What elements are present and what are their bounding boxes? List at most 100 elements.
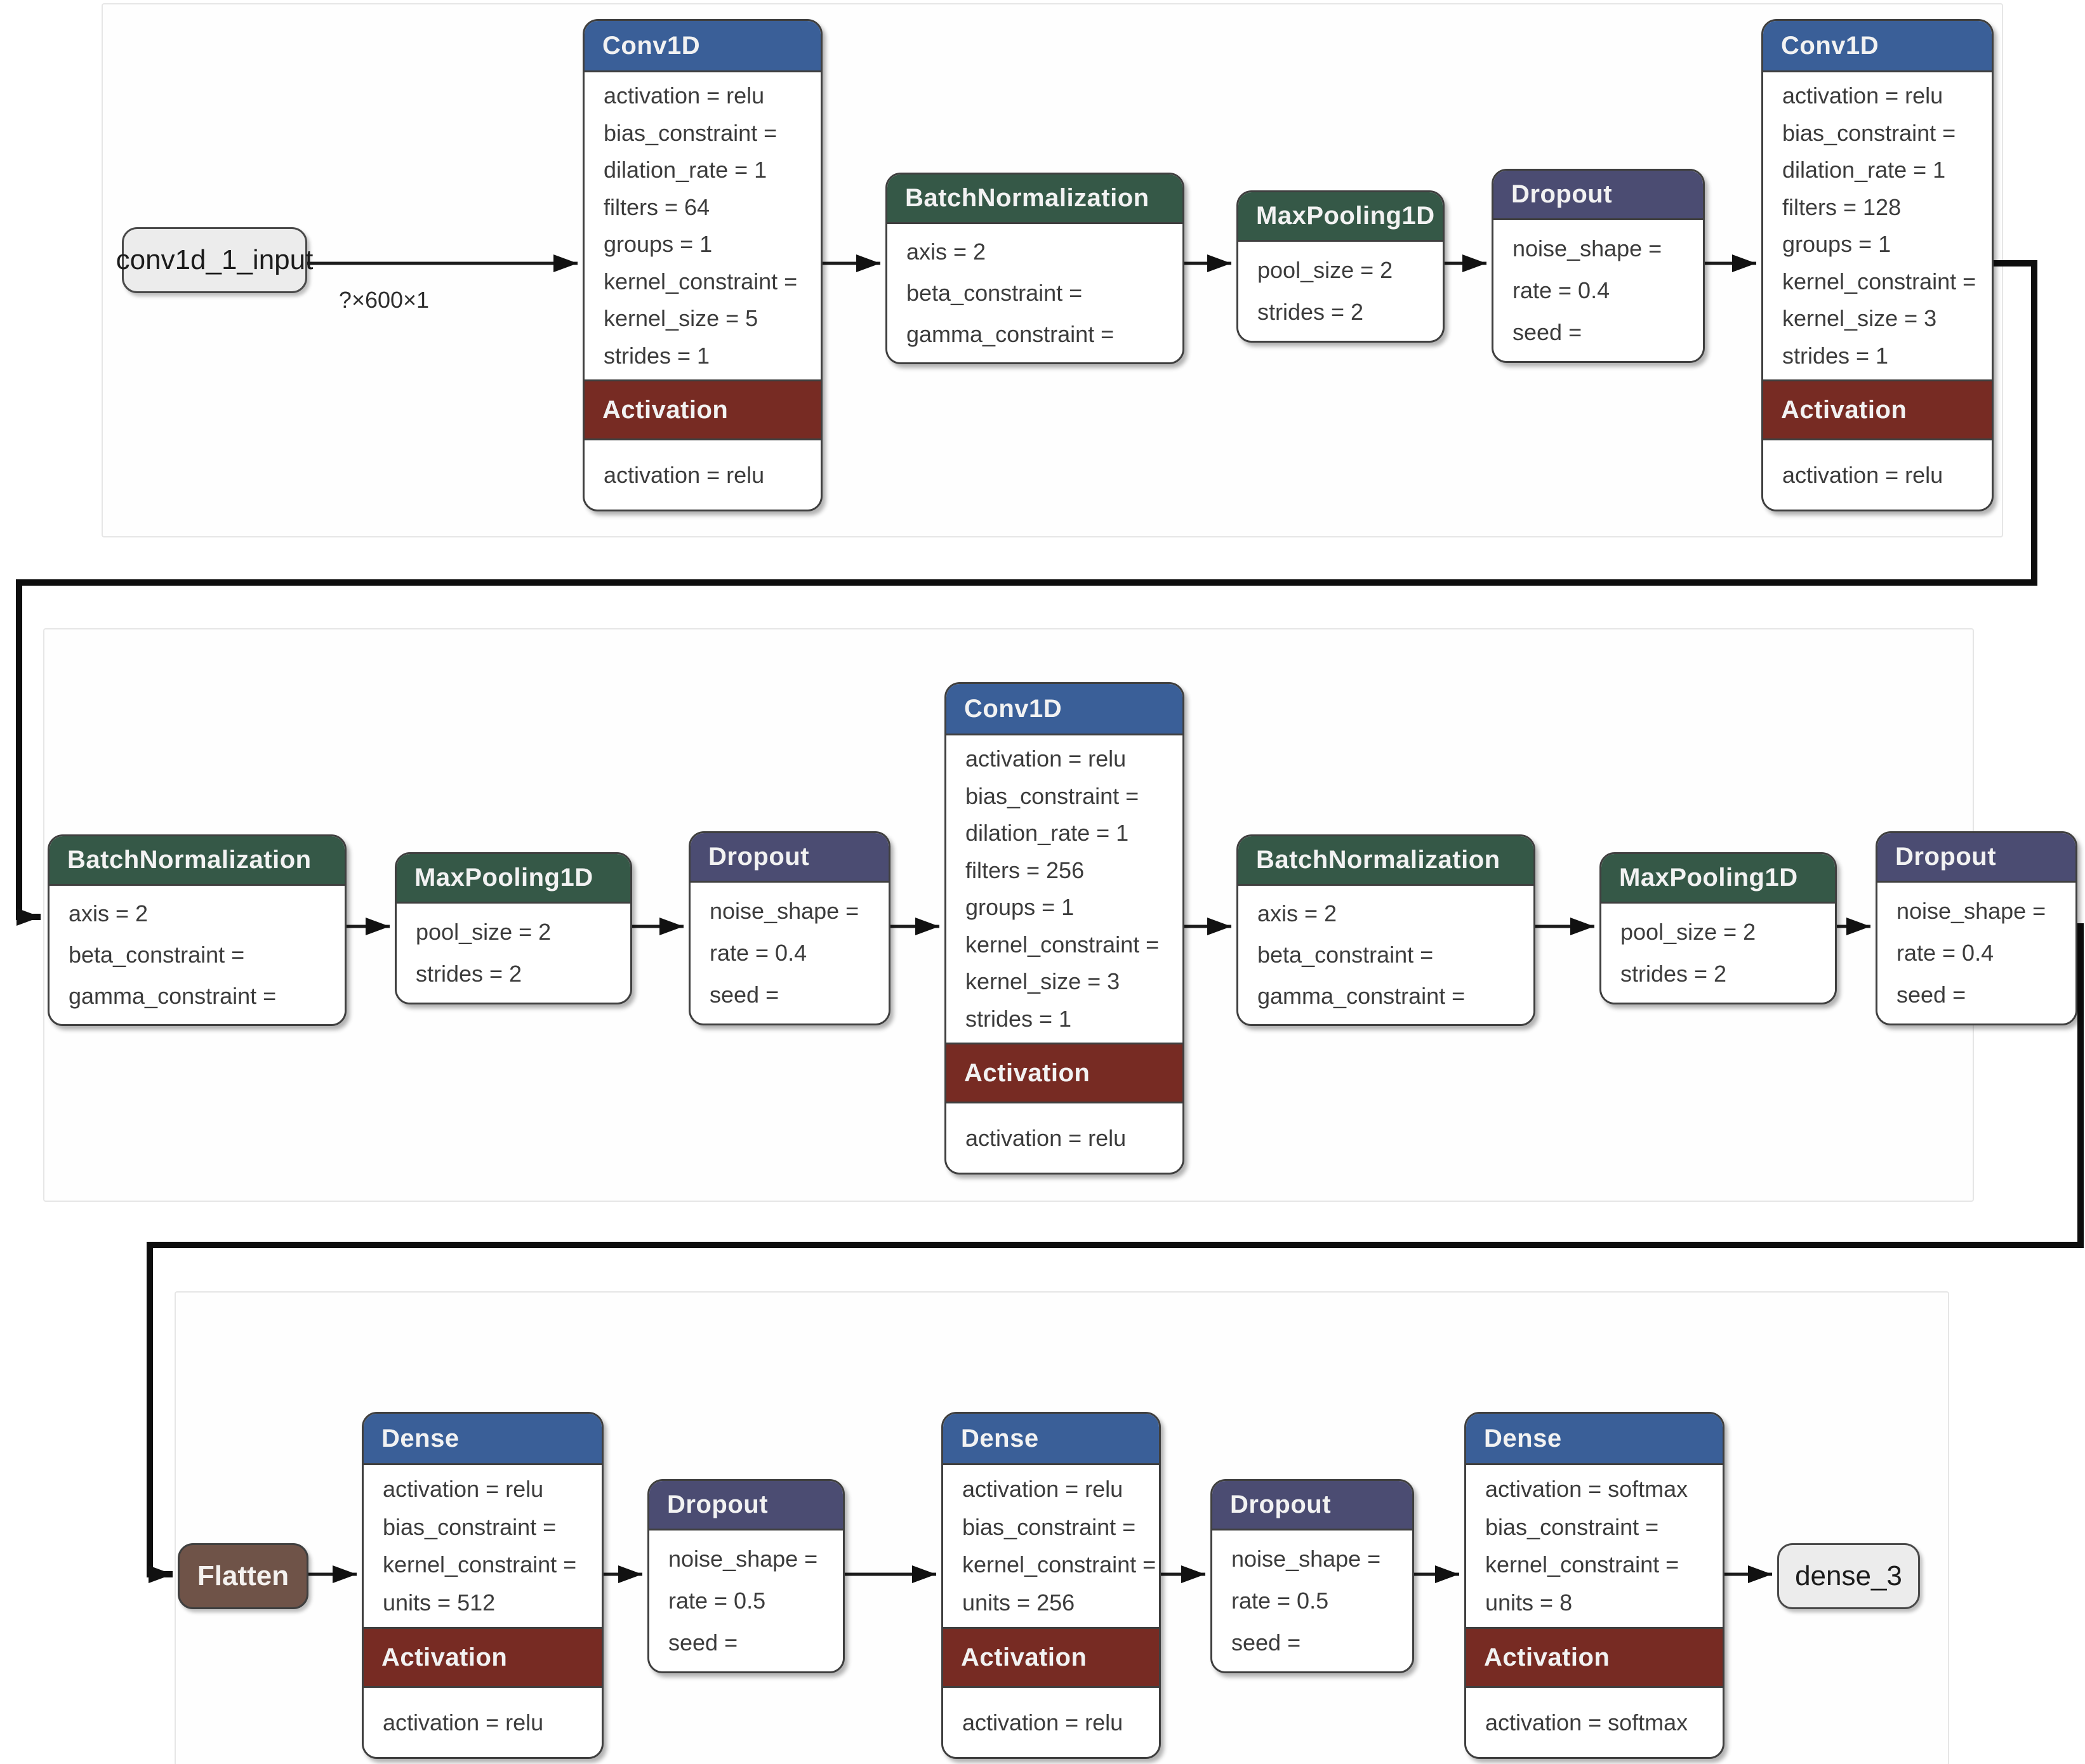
activation-subtitle: Activation xyxy=(1466,1627,1723,1688)
param-line: dilation_rate = 1 xyxy=(604,157,767,183)
layer-title: Dropout xyxy=(649,1481,843,1530)
param-line: kernel_size = 3 xyxy=(1782,305,1937,332)
param-line: dilation_rate = 1 xyxy=(965,820,1129,846)
param-line: filters = 64 xyxy=(604,194,710,220)
param-line: kernel_constraint = xyxy=(383,1551,577,1578)
node-output-terminal[interactable]: dense_3 xyxy=(1777,1543,1920,1609)
layer-params: activation = relu bias_constraint = dilati… xyxy=(1763,72,1992,379)
input-shape-label: ?×600×1 xyxy=(338,287,430,313)
activation-param: activation = relu xyxy=(946,1103,1182,1173)
param-line: groups = 1 xyxy=(604,231,713,258)
param-line: bias_constraint = xyxy=(604,119,778,146)
param-line: dilation_rate = 1 xyxy=(1782,157,1946,183)
param-line: seed = xyxy=(1231,1629,1301,1655)
layer-title: BatchNormalization xyxy=(50,836,345,886)
param-line: seed = xyxy=(1896,982,1966,1008)
node-batchnorm-1[interactable]: BatchNormalization axis = 2 beta_constrai… xyxy=(885,173,1184,364)
layer-title: MaxPooling1D xyxy=(1238,192,1443,242)
activation-param: activation = relu xyxy=(1763,440,1992,510)
param-line: beta_constraint = xyxy=(906,280,1083,306)
param-line: kernel_constraint = xyxy=(604,268,798,294)
output-label: dense_3 xyxy=(1795,1560,1902,1591)
param-line: activation = relu xyxy=(1782,82,1943,109)
activation-subtitle: Activation xyxy=(946,1043,1182,1103)
layer-title: Dropout xyxy=(1877,833,2075,883)
layer-title: Dropout xyxy=(1212,1481,1412,1530)
param-line: units = 256 xyxy=(962,1589,1075,1616)
activation-param: activation = relu xyxy=(585,440,821,510)
node-flatten[interactable]: Flatten xyxy=(178,1543,308,1609)
node-dropout-3[interactable]: Dropout noise_shape = rate = 0.4 seed = xyxy=(1876,831,2077,1025)
param-line: rate = 0.4 xyxy=(1896,940,1994,966)
layer-params: noise_shape = rate = 0.4 seed = xyxy=(1877,883,2075,1024)
param-line: pool_size = 2 xyxy=(1257,257,1393,283)
activation-param: activation = relu xyxy=(943,1688,1159,1757)
param-line: noise_shape = xyxy=(668,1546,818,1572)
layer-title: MaxPooling1D xyxy=(1601,854,1835,904)
param-line: rate = 0.4 xyxy=(1512,277,1610,303)
param-line: activation = relu xyxy=(965,746,1127,772)
layer-title: Conv1D xyxy=(1763,21,1992,72)
layer-title: BatchNormalization xyxy=(887,174,1182,224)
param-line: kernel_constraint = xyxy=(962,1551,1156,1578)
param-line: axis = 2 xyxy=(1257,900,1337,926)
param-line: strides = 1 xyxy=(1782,342,1889,369)
param-line: bias_constraint = xyxy=(383,1513,557,1540)
layer-title: Dropout xyxy=(691,833,889,883)
activation-param: activation = softmax xyxy=(1466,1688,1723,1757)
param-line: kernel_size = 5 xyxy=(604,305,758,332)
param-line: pool_size = 2 xyxy=(1620,919,1756,945)
flatten-label: Flatten xyxy=(197,1560,289,1591)
param-line: gamma_constraint = xyxy=(69,983,277,1009)
param-line: activation = softmax xyxy=(1485,1476,1688,1503)
layer-title: MaxPooling1D xyxy=(397,854,630,904)
param-line: activation = relu xyxy=(383,1476,544,1503)
param-line: axis = 2 xyxy=(69,900,149,926)
layer-title: Conv1D xyxy=(585,21,821,72)
param-line: noise_shape = xyxy=(710,898,859,924)
node-batchnorm-2[interactable]: BatchNormalization axis = 2 beta_constrai… xyxy=(48,834,347,1026)
param-line: pool_size = 2 xyxy=(416,919,552,945)
layer-title: Dropout xyxy=(1493,171,1703,220)
param-line: bias_constraint = xyxy=(1782,119,1956,146)
param-line: rate = 0.4 xyxy=(710,940,807,966)
param-line: kernel_size = 3 xyxy=(965,968,1120,995)
param-line: filters = 128 xyxy=(1782,194,1902,220)
param-line: axis = 2 xyxy=(906,239,986,265)
param-line: noise_shape = xyxy=(1896,898,2046,924)
param-line: kernel_constraint = xyxy=(1485,1551,1679,1578)
param-line: beta_constraint = xyxy=(69,942,245,968)
param-line: bias_constraint = xyxy=(1485,1513,1659,1540)
param-line: strides = 1 xyxy=(604,342,710,369)
param-line: strides = 2 xyxy=(416,961,522,987)
activation-subtitle: Activation xyxy=(585,379,821,440)
param-line: strides = 1 xyxy=(965,1005,1072,1032)
node-input-terminal[interactable]: conv1d_1_input xyxy=(116,227,313,293)
node-maxpool-2[interactable]: MaxPooling1D pool_size = 2 strides = 2 xyxy=(395,852,632,1004)
activation-subtitle: Activation xyxy=(364,1627,602,1688)
activation-subtitle: Activation xyxy=(1763,379,1992,440)
param-line: beta_constraint = xyxy=(1257,942,1434,968)
node-conv1d-2[interactable]: Conv1D activation = relu bias_constraint … xyxy=(1761,19,1994,511)
